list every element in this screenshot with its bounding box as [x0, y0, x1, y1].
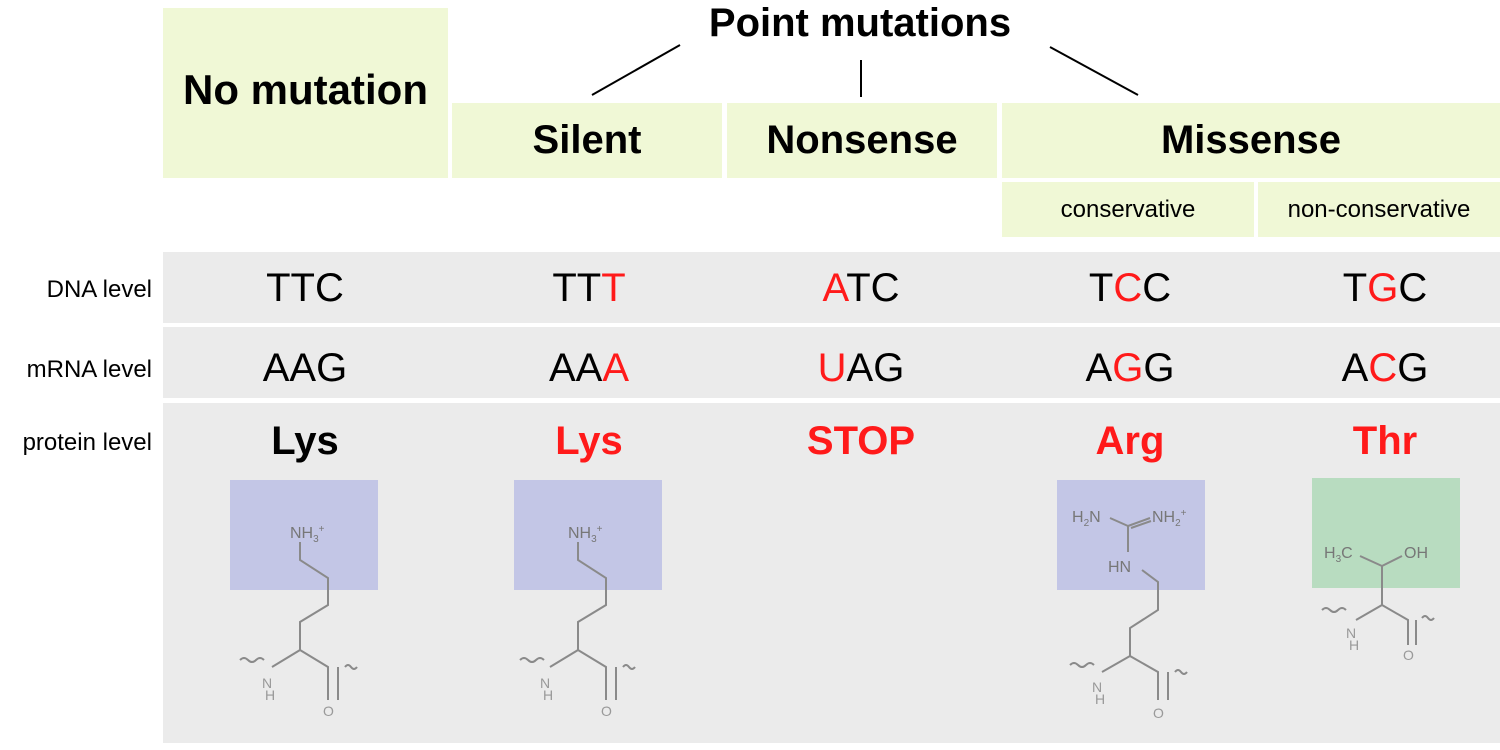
conservative-heading: conservative	[1060, 195, 1196, 223]
mrna-codon-none: AAG	[205, 345, 405, 391]
dna-nucleotide-silent-0: TT	[552, 266, 602, 310]
nonsense-box	[727, 103, 997, 178]
non-conservative-box	[1258, 182, 1500, 237]
protein-none: Lys	[271, 419, 339, 463]
dna-nucleotide-nonsense-0: A	[822, 266, 847, 310]
no-mutation-box	[163, 8, 448, 178]
thr-h-label: H	[1349, 637, 1359, 653]
arg-sidechain-box	[1057, 480, 1205, 590]
dna-codon-conservative: TCC	[1030, 265, 1230, 311]
lys-nh-label: N	[262, 675, 272, 691]
mrna-codon-silent: AAA	[489, 345, 689, 391]
silent-box	[452, 103, 722, 178]
thr-o-label: O	[1403, 647, 1414, 663]
dna-nucleotide-non-conservative-1: G	[1367, 266, 1399, 310]
dna-nucleotide-none-0: TTC	[266, 266, 344, 310]
dna-nucleotide-conservative-2: C	[1142, 266, 1172, 310]
dna-nucleotide-non-conservative-2: C	[1398, 266, 1428, 310]
point-mutations-heading: Point mutations	[708, 0, 1012, 45]
mrna-row-band	[163, 327, 1500, 398]
arg-hn-label: HN	[1108, 559, 1131, 576]
dna-nucleotide-silent-1: T	[601, 266, 626, 310]
no-mutation-heading: No mutation	[183, 66, 428, 113]
lys-silent-o-label: O	[601, 703, 612, 719]
thr-oh-label: OH	[1404, 545, 1428, 562]
lys-structure-silent	[519, 542, 636, 700]
dna-level-label: DNA level	[46, 276, 152, 303]
protein-silent: Lys	[555, 419, 623, 463]
dna-codon-none: TTC	[205, 265, 405, 311]
lys-sidechain-box	[230, 480, 378, 590]
dna-codon-nonsense: ATC	[761, 265, 961, 311]
non-conservative-heading: non-conservative	[1287, 195, 1471, 223]
lys-sidechain-box-silent	[514, 480, 662, 590]
dna-nucleotide-nonsense-1: TC	[846, 266, 900, 310]
connector-missense	[1049, 46, 1139, 96]
thr-sidechain-box	[1312, 478, 1460, 588]
thr-structure	[1321, 555, 1435, 645]
lys-h-label: H	[265, 687, 275, 703]
protein-nonsense: STOP	[806, 419, 916, 463]
protein-row-band	[163, 403, 1500, 743]
lys-silent-n-label: N	[540, 675, 550, 691]
point-mutation-connectors	[591, 44, 1139, 97]
lys-structure	[239, 542, 358, 700]
dna-nucleotide-conservative-1: C	[1113, 266, 1143, 310]
arg-n-label: N	[1092, 679, 1102, 695]
missense-heading: Missense	[1160, 118, 1342, 162]
protein-conservative: Arg	[1095, 419, 1165, 463]
mrna-nucleotide-silent-0: AA	[548, 346, 603, 390]
protein-level-label: protein level	[22, 429, 152, 456]
dna-nucleotide-non-conservative-0: T	[1342, 266, 1368, 310]
lys-o-label: O	[323, 703, 334, 719]
protein-non-conservative: Thr	[1352, 419, 1418, 463]
missense-box	[1002, 103, 1500, 178]
mrna-nucleotide-silent-1: A	[602, 346, 630, 390]
silent-heading: Silent	[532, 118, 642, 162]
arg-structure	[1069, 517, 1188, 700]
mrna-codon-non-conservative: ACG	[1285, 345, 1485, 391]
mrna-nucleotide-non-conservative-0: A	[1341, 346, 1369, 390]
mrna-nucleotide-conservative-1: G	[1112, 346, 1144, 390]
arg-h2n-label: H2N	[1072, 509, 1101, 529]
nonsense-heading: Nonsense	[766, 118, 958, 162]
conservative-box	[1002, 182, 1254, 237]
dna-codon-silent: TTT	[489, 265, 689, 311]
lys-silent-h-label: H	[543, 687, 553, 703]
mrna-nucleotide-nonsense-0: U	[817, 346, 847, 390]
mrna-nucleotide-conservative-2: G	[1143, 346, 1175, 390]
mrna-nucleotide-non-conservative-2: G	[1397, 346, 1429, 390]
mrna-nucleotide-conservative-0: A	[1085, 346, 1113, 390]
dna-row-band	[163, 252, 1500, 323]
arg-o-label: O	[1153, 705, 1164, 721]
mrna-nucleotide-non-conservative-1: C	[1368, 346, 1398, 390]
connector-silent	[591, 44, 681, 96]
arg-h-label: H	[1095, 691, 1105, 707]
mrna-nucleotide-none-0: AAG	[262, 346, 348, 390]
mrna-codon-conservative: AGG	[1030, 345, 1230, 391]
mrna-codon-nonsense: UAG	[761, 345, 961, 391]
thr-n-label: N	[1346, 625, 1356, 641]
dna-nucleotide-conservative-0: T	[1088, 266, 1114, 310]
mrna-level-label: mRNA level	[26, 356, 152, 383]
mrna-nucleotide-nonsense-1: AG	[846, 346, 905, 390]
thr-h3c-label: H3C	[1324, 545, 1353, 565]
dna-codon-non-conservative: TGC	[1285, 265, 1485, 311]
